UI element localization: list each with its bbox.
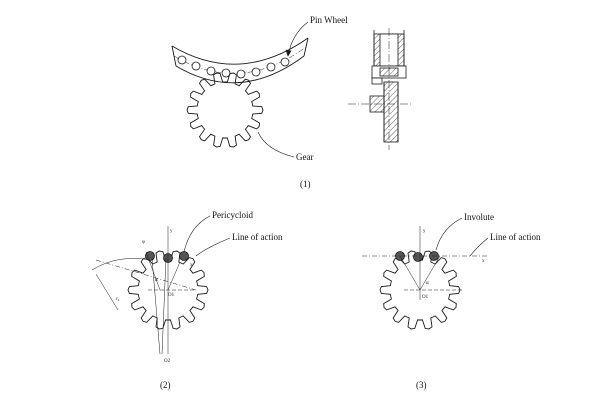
section-view [348,28,412,150]
construction-lines [362,226,488,300]
pin [280,57,290,67]
label-pericycloid: Pericycloid [212,210,253,220]
mark-r0: r₀ [116,297,120,302]
caption-3: (3) [416,380,427,390]
pin-row [395,251,439,262]
leader-lines [435,217,489,257]
mark-x: x [190,263,193,268]
mark-o1: O1 [422,295,429,300]
pin [206,66,216,76]
pin [413,252,423,262]
pin-row [145,251,189,263]
mark-o2: O2 [164,359,171,364]
pin-row [177,55,290,79]
mark-x: x [482,259,485,264]
caption-1: (1) [300,179,311,189]
pin [177,55,187,65]
pin [179,251,189,261]
mark-phi: φ [142,240,145,245]
label-gear: Gear [296,152,314,162]
label-pin-wheel: Pin Wheel [310,15,348,25]
mark-y: y [423,229,426,234]
mark-alpha: α [155,278,158,283]
figure-1: Pin Wheel Gear (1) [171,15,412,189]
label-involute: Involute [464,212,494,222]
leader-lines [183,215,231,257]
gear-outline [186,72,264,148]
pin [266,62,276,72]
mark-y: y [170,229,173,234]
figure-2: Pericycloid Line of action φ y α O1 O2 r… [91,210,283,390]
figure-3: Involute Line of action y α O1 x (3) [362,212,541,390]
pin [221,68,231,78]
pin [251,67,261,77]
construction-lines [91,226,197,355]
mark-alpha: α [426,281,429,286]
mark-o1: O1 [168,293,175,298]
gear-outline [379,250,461,330]
leader-lines [257,21,309,158]
pin [145,251,155,261]
label-line-of-action: Line of action [232,232,283,242]
caption-2: (2) [160,380,171,390]
pin [191,61,201,71]
label-line-of-action: Line of action [490,232,541,242]
pin [236,69,246,79]
